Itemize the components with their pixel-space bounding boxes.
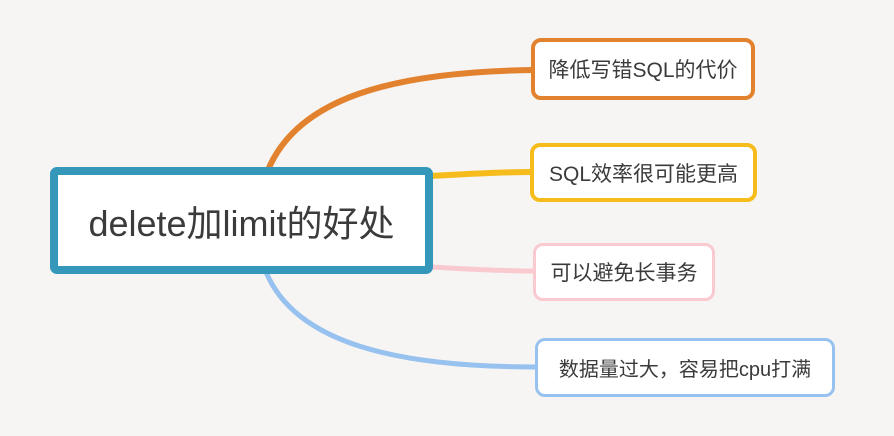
branch-node-reduce-sql-mistake-cost[interactable]: 降低写错SQL的代价	[531, 38, 755, 100]
connector-branch-4	[263, 269, 540, 370]
connector-branch-3	[427, 264, 538, 274]
branch-label: 数据量过大，容易把cpu打满	[558, 359, 812, 381]
connector-branch-1	[265, 67, 536, 173]
branch-label: 可以避免长事务	[550, 262, 698, 285]
connector-branch-2	[427, 169, 535, 179]
branch-label: 降低写错SQL的代价	[548, 59, 738, 82]
root-topic-label: delete加limit的好处	[88, 202, 395, 244]
branch-node-cpu-overload[interactable]: 数据量过大，容易把cpu打满	[535, 338, 835, 397]
branch-node-avoid-long-transaction[interactable]: 可以避免长事务	[533, 243, 715, 301]
branch-label: SQL效率很可能更高	[548, 162, 739, 186]
branch-node-sql-efficiency[interactable]: SQL效率很可能更高	[530, 143, 757, 202]
root-topic-node[interactable]: delete加limit的好处	[50, 167, 433, 274]
